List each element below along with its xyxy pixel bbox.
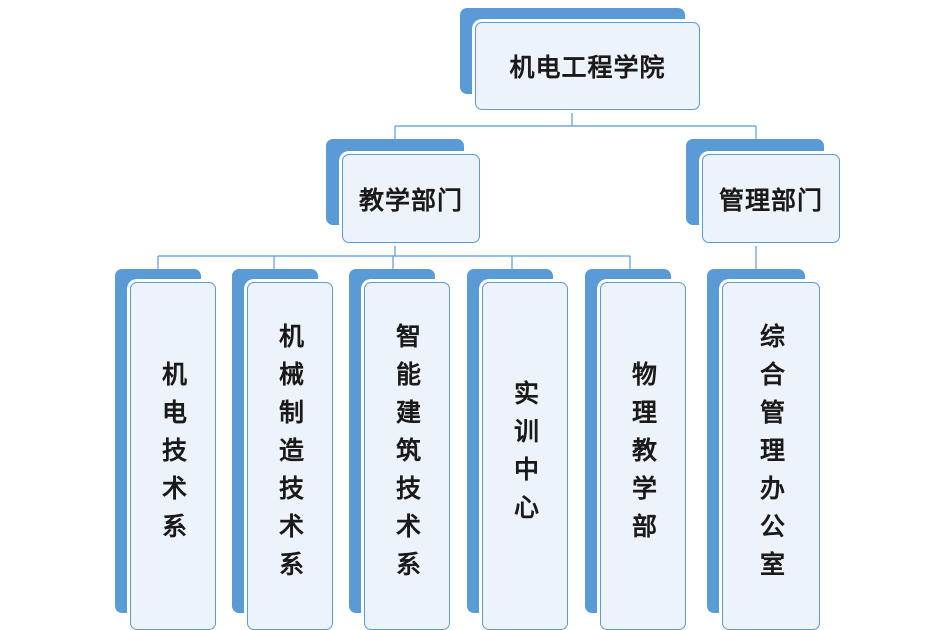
management-dept-label: 管理部门	[718, 185, 823, 215]
teaching-dept-node: 教学部门	[326, 139, 480, 243]
unit-label-2: 机械制造技术系	[275, 323, 305, 589]
root-label: 机电工程学院	[509, 53, 666, 82]
teaching-dept-label: 教学部门	[358, 185, 463, 215]
unit-node-3: 智能建筑技术系	[349, 269, 450, 630]
unit-label-5: 物理教学部	[628, 361, 658, 551]
unit-node-6: 综合管理办公室	[707, 269, 820, 630]
unit-node-4: 实训中心	[467, 269, 568, 630]
root-node: 机电工程学院	[460, 8, 700, 110]
unit-label-3: 智能建筑技术系	[392, 323, 422, 589]
unit-node-1: 机电技术系	[115, 269, 216, 630]
management-dept-node: 管理部门	[686, 139, 840, 243]
unit-label-1: 机电技术系	[158, 361, 188, 551]
unit-node-2: 机械制造技术系	[232, 269, 333, 630]
unit-label-4: 实训中心	[510, 380, 540, 532]
unit-node-5: 物理教学部	[585, 269, 686, 630]
unit-label-6: 综合管理办公室	[756, 323, 786, 589]
